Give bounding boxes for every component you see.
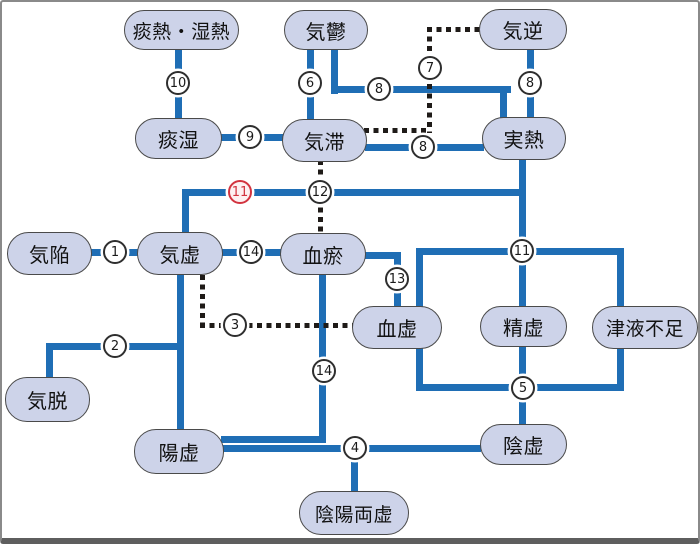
node-kigyaku: 気逆 [479,9,567,50]
node-kikyo: 気虚 [137,232,223,275]
connector-line-11-right-v [616,247,624,310]
connector-line-11-upper-h [181,188,526,196]
connector-line-8a-v2 [499,86,507,119]
connector-line-shineki-5 [616,347,624,390]
node-yokyo: 陽虚 [134,429,224,474]
node-kekkyo: 血虚 [352,306,442,349]
connection-number-badge-14b: 14 [312,359,336,383]
node-inyo-ryokyo: 陰陽両虚 [299,491,409,535]
connection-number-badge-11: 11 [510,239,534,263]
connection-number-badge-8a: 8 [367,77,391,101]
node-tanshitsu: 痰湿 [135,118,222,159]
node-ketsuo: 血瘀 [280,233,366,275]
dotted-line-7-bottom [364,127,429,133]
node-kikan: 気陥 [7,232,92,275]
connector-line-kikyo-yokyo [176,273,184,431]
node-shineki-fusoku: 津液不足 [592,306,698,349]
node-kiutsu: 気鬱 [284,10,368,50]
node-seikyo: 精虚 [480,306,567,347]
connection-number-badge-3: 3 [223,313,247,337]
node-kitai: 気滞 [282,119,367,162]
connector-line-11-stem [518,159,526,255]
connector-line-5-inkyo [518,383,526,426]
connector-line-seikyo-5 [518,345,526,390]
connection-number-badge-8c: 8 [411,135,435,159]
node-kidatsu: 気脱 [5,377,90,422]
connection-number-badge-14a: 14 [239,240,263,264]
connection-number-badge-9: 9 [238,125,262,149]
connection-number-badge-10: 10 [166,71,190,95]
dotted-line-3-v [199,275,205,327]
connection-number-badge-1: 1 [103,240,127,264]
connection-number-badge-12: 12 [308,180,332,204]
connection-number-badge-11-red: 11 [228,180,252,204]
dotted-line-7-top [426,26,482,32]
connector-line-8a-v1 [330,48,338,94]
connector-line-4-v [350,444,358,493]
connector-line-11-to-kikyo [181,188,189,234]
node-jitsunetsu: 実熱 [482,117,566,160]
connector-line-8a-h [330,86,511,93]
connector-line-11-mid-v [518,247,526,309]
node-tannetsu-shitsunetsu: 痰熱・湿熱 [124,10,239,50]
connection-number-badge-13: 13 [385,267,409,291]
connector-line-14b-h [221,435,326,443]
connector-line-13-h [363,251,401,259]
node-inkyo: 陰虚 [480,424,567,465]
connection-number-badge-2: 2 [103,334,127,358]
connection-number-badge-5: 5 [511,376,535,400]
connection-number-badge-8b: 8 [518,71,542,95]
connection-number-badge-6: 6 [298,71,322,95]
dotted-line-3-h [199,322,354,328]
connection-number-badge-4: 4 [343,436,367,460]
connector-line-2-v [45,342,53,380]
connector-line-14b-v [318,273,326,443]
connection-number-badge-7: 7 [418,56,442,80]
